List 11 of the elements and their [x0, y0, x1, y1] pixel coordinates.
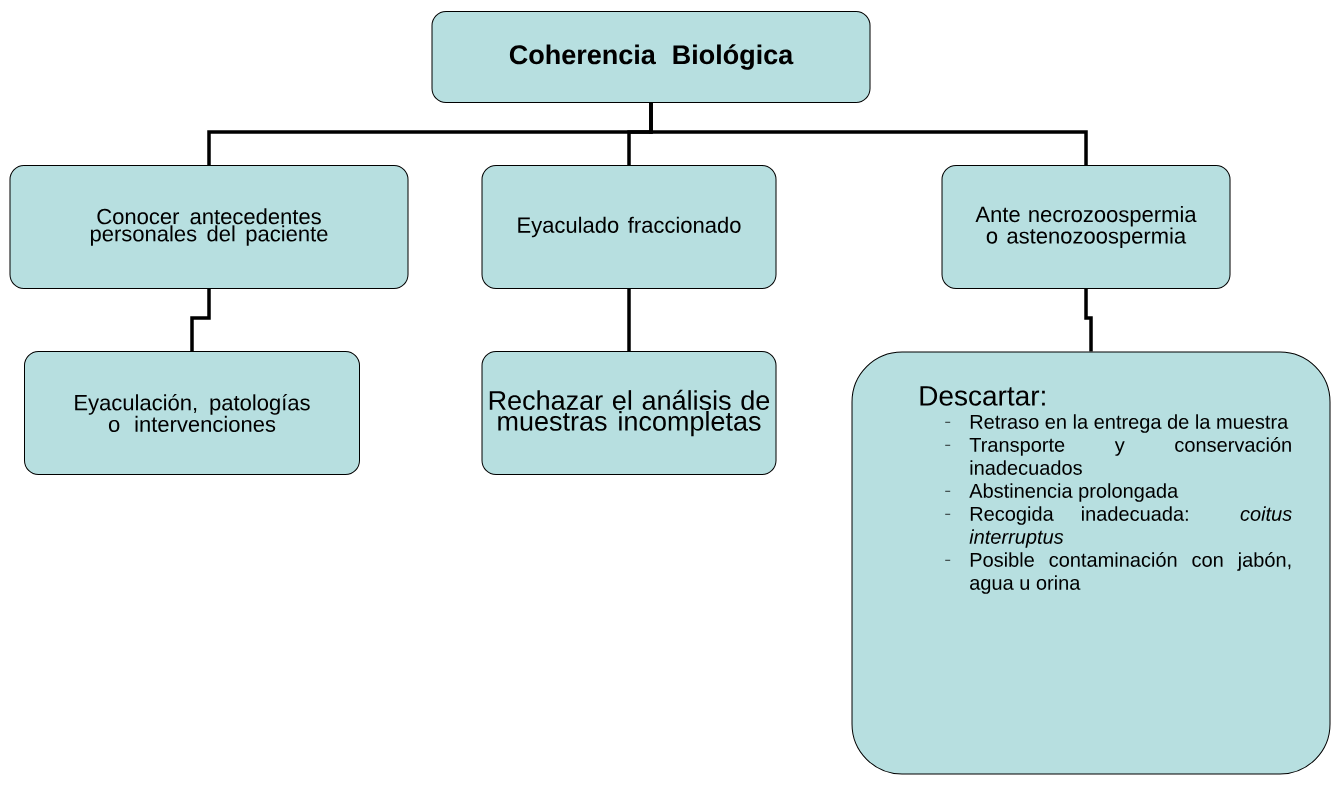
- connector: [190, 289, 211, 351]
- list-box: Descartar: Retraso en la entrega de la muestra Transporte y conservación inadecuados Abstinencia prolongada Recogida inadecuada: coitus interruptus Posible contaminación con jabón, agua u orina: [851, 351, 1331, 775]
- connector: [627, 289, 631, 351]
- process-box: Ante necrozoospermia o astenozoospermia: [941, 165, 1231, 289]
- process-box: Rechazar el análisis de muestras incompletas: [481, 351, 777, 475]
- process-box: Eyaculado fraccionado: [481, 165, 777, 289]
- process-box: Eyaculación, patologías o intervenciones: [24, 351, 360, 475]
- connector: [649, 103, 1088, 165]
- process-box: Conocer antecedentes personales del paciente: [9, 165, 409, 289]
- connector: [1084, 289, 1093, 352]
- title-box: Coherencia Biológica: [431, 11, 871, 103]
